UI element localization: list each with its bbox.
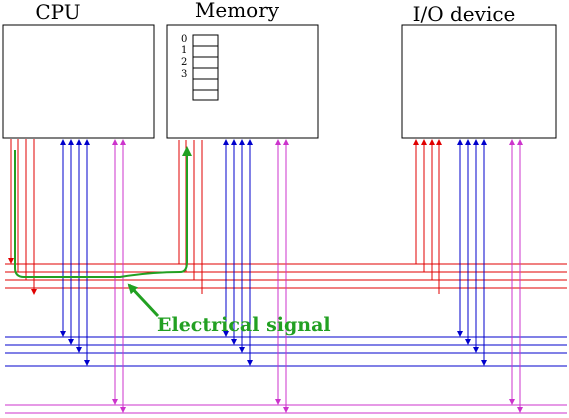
cpu-data-connections [60, 139, 90, 366]
memory-cell [192, 67, 219, 80]
signal-path [14, 146, 192, 278]
io-control-connections [509, 139, 523, 413]
memory-title: Memory [195, 0, 280, 22]
memory-address-label: 1 [181, 45, 187, 56]
memory-address-label: 0 [181, 34, 187, 45]
cpu-box [2, 24, 155, 139]
memory-cells [192, 34, 219, 101]
memory-control-connections [275, 139, 289, 413]
io-device-box [401, 24, 557, 139]
cpu-title: CPU [35, 0, 80, 24]
memory-address-label: 2 [181, 57, 187, 68]
signal-pointer-arrow [127, 283, 160, 318]
electrical-signal-label: Electrical signal [157, 314, 331, 336]
memory-address-label: 3 [181, 69, 187, 80]
memory-box [166, 24, 319, 139]
memory-cell [192, 89, 219, 101]
memory-cell [192, 45, 219, 58]
cpu-address-connections [8, 139, 37, 295]
io-device-title: I/O device [413, 2, 516, 26]
io-data-connections [457, 139, 487, 366]
memory-cell [192, 78, 219, 91]
memory-cell [192, 56, 219, 69]
memory-cell [192, 34, 219, 47]
memory-data-connections [223, 139, 253, 366]
io-address-connections [413, 139, 442, 294]
